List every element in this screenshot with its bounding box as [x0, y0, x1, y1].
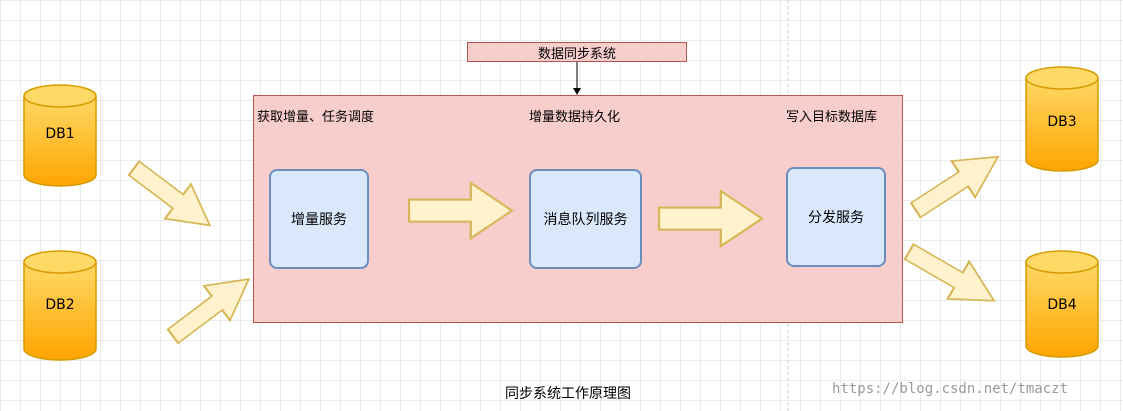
db3-label: DB3	[1047, 114, 1077, 130]
incremental-service-label: 增量服务	[291, 212, 347, 228]
system-title-box: 数据同步系统	[467, 42, 687, 62]
arrow-service-to-queue	[407, 180, 514, 241]
stage-label-fetch: 获取增量、任务调度	[257, 110, 375, 125]
incremental-service-box: 增量服务	[269, 169, 369, 269]
system-title-text: 数据同步系统	[537, 46, 616, 62]
db1-label: DB1	[45, 126, 75, 142]
message-queue-service-box: 消息队列服务	[529, 169, 642, 269]
db4-cylinder	[1025, 250, 1099, 358]
arrow-dispatch-to-db3	[909, 155, 1000, 219]
message-queue-service-label: 消息队列服务	[543, 212, 628, 228]
dispatch-service-box: 分发服务	[786, 167, 886, 267]
arrow-db2-to-service	[166, 277, 251, 345]
db2-label: DB2	[45, 297, 75, 313]
arrow-dispatch-to-db4	[903, 242, 996, 302]
stage-label-persist: 增量数据持久化	[529, 110, 621, 125]
db3-cylinder	[1025, 66, 1099, 172]
diagram-caption: 同步系统工作原理图	[505, 386, 631, 402]
watermark-url: https://blog.csdn.net/tmaczt	[832, 381, 1069, 397]
arrow-queue-to-dispatch	[657, 188, 764, 249]
db2-cylinder	[23, 250, 97, 361]
db1-cylinder	[23, 84, 97, 187]
dispatch-service-label: 分发服务	[808, 210, 864, 226]
stage-label-write: 写入目标数据库	[786, 110, 878, 125]
title-connector-arrowhead	[573, 88, 581, 95]
arrow-db1-to-service	[127, 160, 212, 227]
db4-label: DB4	[1047, 297, 1077, 313]
